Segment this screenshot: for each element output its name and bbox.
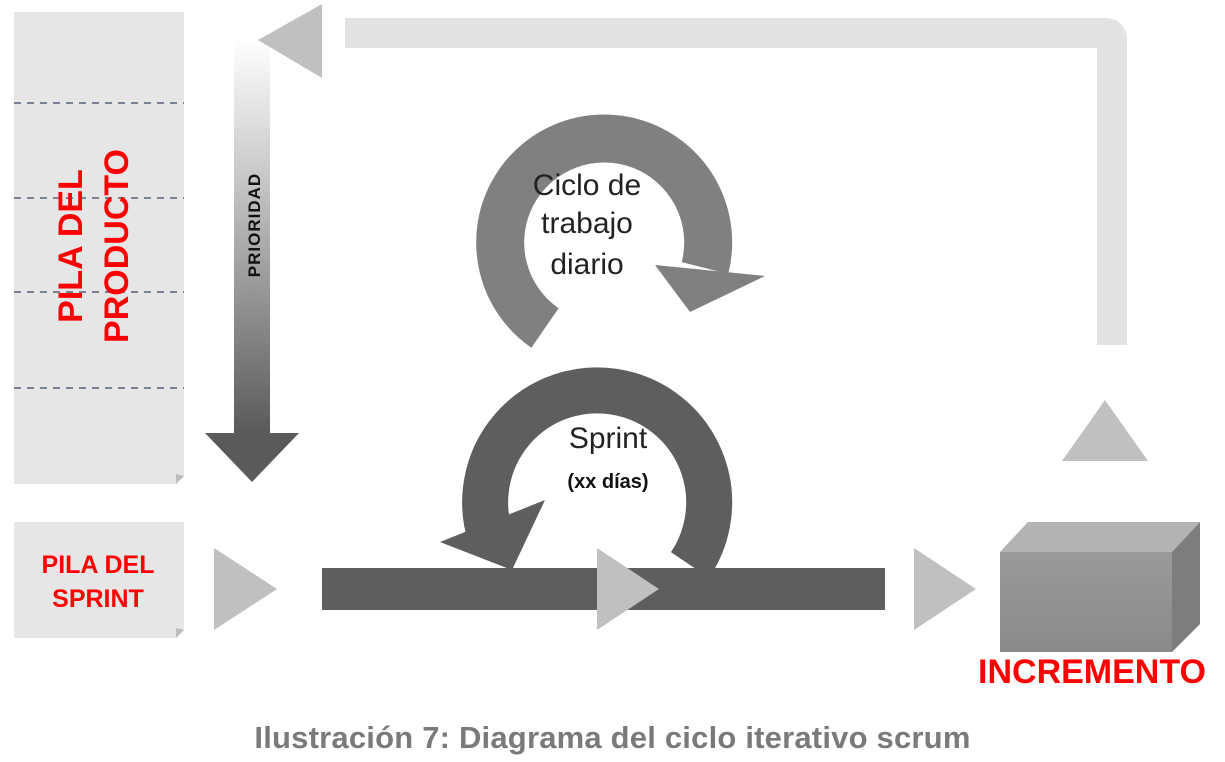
increment-label: INCREMENTO <box>978 653 1206 691</box>
feedback-arrowhead-up <box>1062 400 1148 461</box>
product-backlog-label-line2: PRODUCTO <box>98 149 136 343</box>
daily-cycle-label-line2: trabajo <box>541 207 633 240</box>
sprint-label: Sprint <box>569 422 648 455</box>
priority-label: PRIORIDAD <box>245 173 264 277</box>
flow-arrow-to-increment <box>914 548 976 630</box>
product-backlog-panel: PILA DEL PRODUCTO <box>14 12 184 484</box>
increment-box: INCREMENTO <box>978 522 1206 691</box>
daily-cycle-loop: Ciclo de trabajo diario <box>476 114 765 348</box>
priority-arrow: PRIORIDAD <box>205 38 299 482</box>
sprint-loop-arrowhead <box>440 500 545 570</box>
feedback-loop-arrow <box>258 4 1148 461</box>
flow-arrow-mid <box>597 548 659 630</box>
figure-caption: Ilustración 7: Diagrama del ciclo iterat… <box>254 720 971 755</box>
sprint-backlog-label-line2: SPRINT <box>52 585 144 613</box>
sprint-duration: (xx días) <box>567 471 648 493</box>
flow-arrow-to-sprint <box>214 548 277 630</box>
feedback-arrowhead-left <box>258 4 322 78</box>
daily-cycle-arrowhead <box>655 265 765 312</box>
product-backlog-label-line1: PILA DEL <box>52 169 90 323</box>
daily-cycle-label-line3: diario <box>550 248 623 281</box>
sprint-backlog-panel: PILA DEL SPRINT <box>14 522 184 638</box>
daily-cycle-label-line1: Ciclo de <box>533 169 641 202</box>
sprint-backlog-label-line1: PILA DEL <box>42 551 155 579</box>
sprint-loop: Sprint (xx días) <box>440 367 733 578</box>
